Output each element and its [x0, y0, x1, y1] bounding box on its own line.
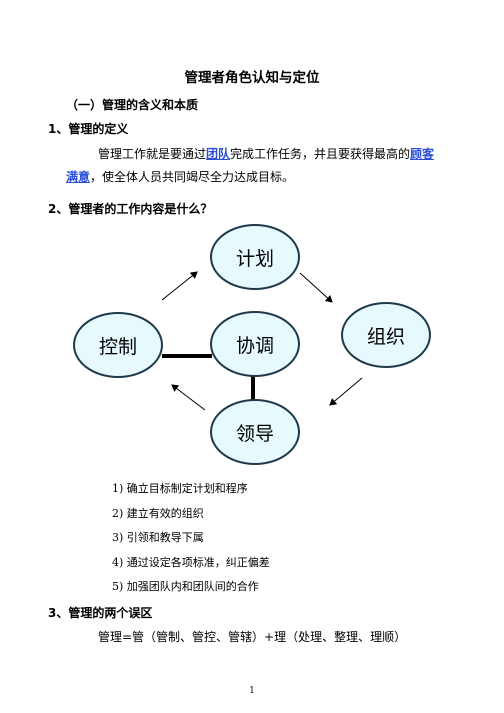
satisfaction-link[interactable]: 满意: [66, 170, 91, 184]
list-item: 3) 引领和教导下属: [112, 531, 204, 544]
subheading-work-content: 2、管理者的工作内容是什么？: [48, 202, 213, 216]
definition-line-2: 满意，使全体人员共同竭尽全力达成目标。: [66, 168, 294, 187]
section-heading: （一）管理的含义和本质: [66, 98, 199, 112]
plan-bubble: 计划: [210, 224, 300, 290]
arrow-plan-to-organize: [299, 272, 333, 303]
definition-text-1: 管理工作就是要通过: [98, 147, 207, 161]
subheading-misconceptions: 3、管理的两个误区: [48, 606, 153, 620]
list-item: 4) 通过设定各项标准，纠正偏差: [112, 556, 270, 569]
page-title: 管理者角色认知与定位: [184, 70, 320, 86]
arrow-organize-to-lead: [329, 377, 363, 406]
lead-label: 领导: [235, 422, 274, 445]
organize-bubble: 组织: [341, 302, 431, 368]
list-item: 1) 确立目标制定计划和程序: [112, 482, 248, 495]
definition-line-1: 管理工作就是要通过团队完成工作任务，并且要获得最高的顾客: [98, 145, 434, 164]
plan-label: 计划: [235, 247, 274, 270]
page-number: 1: [249, 686, 255, 696]
lead-bubble: 领导: [210, 399, 300, 465]
misconception-text: 管理=管（管制、管控、管辖）+理（处理、整理、理顺）: [98, 630, 407, 644]
coordinate-label: 协调: [235, 334, 274, 357]
list-item: 2) 建立有效的组织: [112, 507, 204, 520]
control-bubble: 控制: [73, 312, 163, 378]
team-link[interactable]: 团队: [206, 147, 231, 161]
arrow-control-to-plan: [161, 271, 198, 301]
organize-label: 组织: [366, 325, 405, 348]
definition-text-3: ，使全体人员共同竭尽全力达成目标。: [90, 170, 295, 184]
customer-link[interactable]: 顾客: [410, 147, 435, 161]
subheading-definition: 1、管理的定义: [48, 122, 129, 136]
definition-text-2: 完成工作任务，并且要获得最高的: [230, 147, 411, 161]
list-item: 5) 加强团队内和团队间的合作: [112, 580, 259, 593]
arrow-lead-to-control: [171, 384, 206, 411]
control-label: 控制: [98, 335, 137, 358]
coordinate-bubble: 协调: [210, 311, 300, 377]
